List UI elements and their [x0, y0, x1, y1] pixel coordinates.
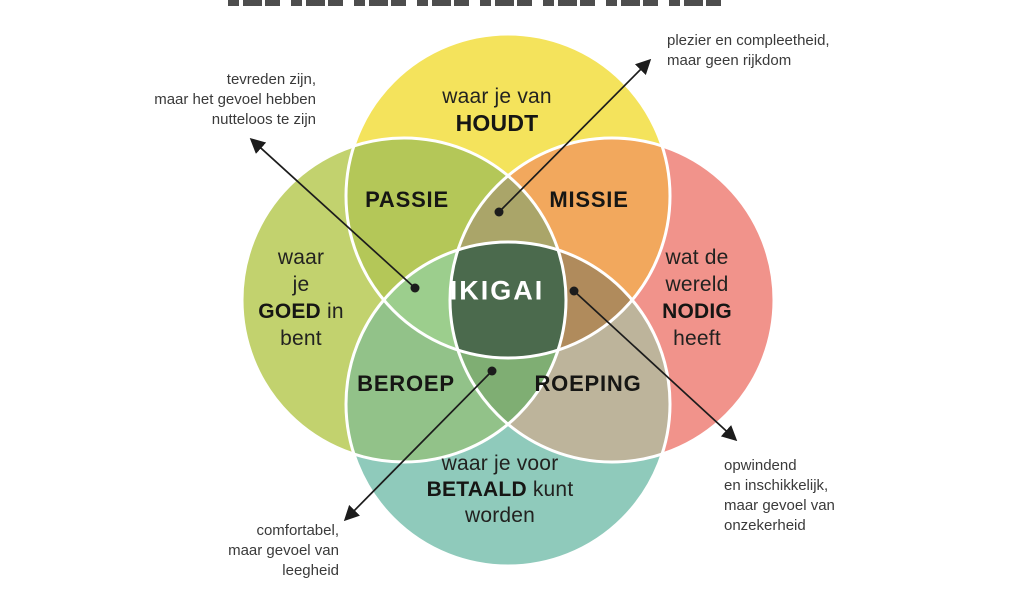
annotation-line: maar gevoel van	[228, 542, 339, 559]
label-line: GOED in	[258, 300, 344, 323]
label-line: wereld	[665, 273, 729, 296]
arrow-satisfied	[249, 137, 416, 289]
annotation-line: en inschikkelijk,	[724, 477, 829, 494]
circle-label-goed: waar je GOED in bent	[258, 244, 343, 352]
annotation-line: maar het gevoel hebben	[154, 91, 316, 108]
label-line: heeft	[673, 327, 721, 350]
label-line: je	[292, 273, 310, 296]
arrow-exciting	[573, 290, 738, 442]
region-right-petal	[450, 242, 670, 358]
annotation-pleasure: plezier en compleetheid, maar geen rijkd…	[667, 31, 830, 71]
annotation-line: onzekerheid	[724, 517, 806, 534]
annotation-satisfied: tevreden zijn, maar het gevoel hebben nu…	[116, 70, 316, 130]
annotation-line: maar gevoel van	[724, 497, 835, 514]
annotation-line: tevreden zijn,	[226, 71, 316, 88]
dot-top-petal	[494, 207, 504, 217]
label-line: wat de	[665, 246, 729, 269]
annotation-line: leegheid	[282, 562, 339, 579]
annotation-line: maar geen rijkdom	[667, 52, 792, 69]
label-line: worden	[464, 504, 536, 527]
circle-label-nodig: wat de wereld NODIG heeft	[662, 244, 732, 352]
annotation-line: plezier en compleetheid,	[667, 32, 830, 49]
region-top-petal	[450, 138, 566, 358]
dot-bottom-petal	[487, 366, 497, 376]
region-bottom-petal	[450, 242, 566, 462]
arrow-origin-dots	[410, 207, 579, 376]
circle-label-betaald: waar je voor BETAALD kunt worden	[427, 451, 574, 529]
label-line: BETAALD kunt	[426, 478, 574, 501]
zone-label-roeping: ROEPING	[534, 371, 642, 396]
annotation-line: nutteloos te zijn	[211, 111, 316, 128]
annotation-comfortable: comfortabel, maar gevoel van leegheid	[139, 521, 339, 581]
label-line: waar je van	[442, 85, 552, 108]
label-line: waar je voor	[441, 452, 559, 475]
annotation-line: opwindend	[724, 457, 797, 474]
zone-label-ikigai: IKIGAI	[449, 275, 545, 306]
zone-label-missie: MISSIE	[549, 187, 629, 212]
cropped-title-text	[228, 0, 730, 6]
region-left-petal	[346, 242, 566, 358]
label-line: bent	[280, 327, 322, 350]
arrow-comfortable	[343, 370, 493, 522]
dot-left-petal	[410, 283, 420, 293]
annotation-line: comfortabel,	[256, 522, 339, 539]
zone-label-passie: PASSIE	[365, 187, 449, 212]
annotation-exciting: opwindend en inschikkelijk, maar gevoel …	[724, 456, 835, 536]
arrow-pleasure	[498, 58, 652, 213]
label-line: waar	[277, 246, 325, 269]
label-line-bold: HOUDT	[455, 110, 539, 136]
circle-outlines	[240, 32, 776, 568]
circle-label-houdt: waar je van HOUDT	[442, 83, 552, 136]
zone-label-beroep: BEROEP	[357, 371, 455, 396]
dot-right-petal	[569, 286, 579, 296]
label-line-bold: NODIG	[662, 300, 732, 323]
annotation-arrows	[249, 58, 738, 522]
